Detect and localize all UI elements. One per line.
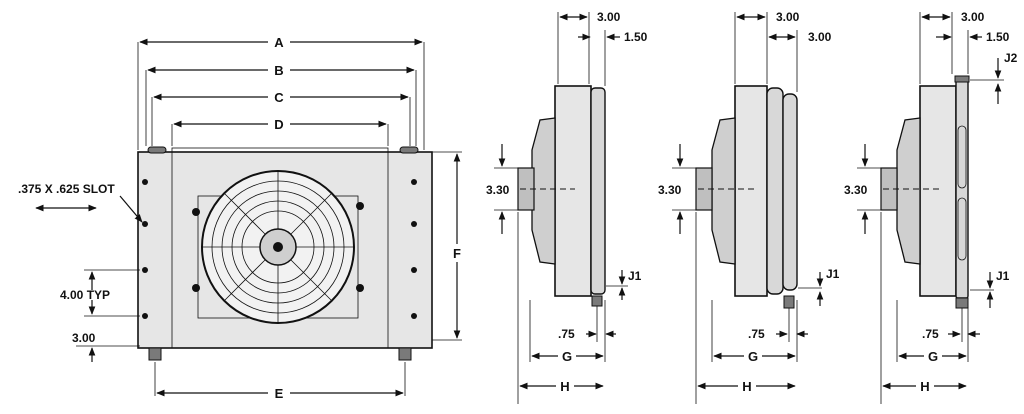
tank (955, 79, 969, 299)
tank (590, 87, 606, 295)
side1-flange: 1.50 (624, 30, 648, 44)
side1-dim-h: H (560, 379, 569, 394)
fitting-j2 (954, 75, 970, 83)
dim-a-label: A (274, 35, 284, 50)
side3-fan-dia: 3.30 (844, 183, 868, 197)
top-tab-right (399, 146, 419, 154)
shroud-panel (171, 147, 389, 349)
spacing-note: 4.00 TYP (60, 288, 110, 302)
side3-dim-h: H (920, 379, 929, 394)
fitting-j1 (783, 295, 795, 309)
side1-offset: .75 (558, 327, 575, 341)
side3-port: J1 (996, 269, 1010, 283)
side3-port-top: J2 (1004, 51, 1018, 65)
mounting-slots (142, 179, 417, 319)
side2-port: J1 (826, 267, 840, 281)
fan-guard (192, 170, 364, 324)
side3-dim-g: G (928, 349, 938, 364)
tank-b (782, 93, 798, 291)
side3-offset: .75 (922, 327, 939, 341)
side2-depth-top: 3.00 (776, 10, 800, 24)
side3-flange: 1.50 (986, 30, 1010, 44)
slot-note: .375 X .625 SLOT (18, 182, 115, 196)
dim-d-label: D (274, 117, 283, 132)
side1-dim-g: G (562, 349, 572, 364)
side-view-2: 3.00 3.00 3.30 J1 .75 G H (658, 10, 840, 404)
side1-fan-dia: 3.30 (486, 183, 510, 197)
side3-depth-top: 3.00 (961, 10, 985, 24)
side-view-3: 3.00 1.50 J2 3.30 J1 .75 G (844, 10, 1018, 404)
side2-fan-dia: 3.30 (658, 183, 682, 197)
dim-b-label: B (274, 63, 283, 78)
top-tab-left (147, 146, 167, 154)
side2-dim-g: G (748, 349, 758, 364)
front-view: A B C D E F .375 X .625 SLOT (18, 35, 462, 401)
core-block (919, 85, 957, 297)
fitting-j1 (591, 295, 603, 307)
tank-a (766, 87, 784, 295)
side-view-1: 3.00 1.50 3.30 J1 .75 G H (486, 10, 648, 404)
dim-c-label: C (274, 90, 284, 105)
dim-f-label: F (453, 246, 461, 261)
side2-depth-core: 3.00 (808, 30, 832, 44)
side2-offset: .75 (748, 327, 765, 341)
side1-port: J1 (628, 269, 642, 283)
core-block (554, 85, 592, 297)
fitting-left (148, 347, 162, 361)
dim-e-label: E (275, 386, 284, 401)
side2-dim-h: H (742, 379, 751, 394)
core-block (734, 85, 768, 297)
fitting-j1 (955, 297, 969, 309)
fitting-right (398, 347, 412, 361)
side1-depth-top: 3.00 (597, 10, 621, 24)
bottom-offset-label: 3.00 (72, 331, 96, 345)
